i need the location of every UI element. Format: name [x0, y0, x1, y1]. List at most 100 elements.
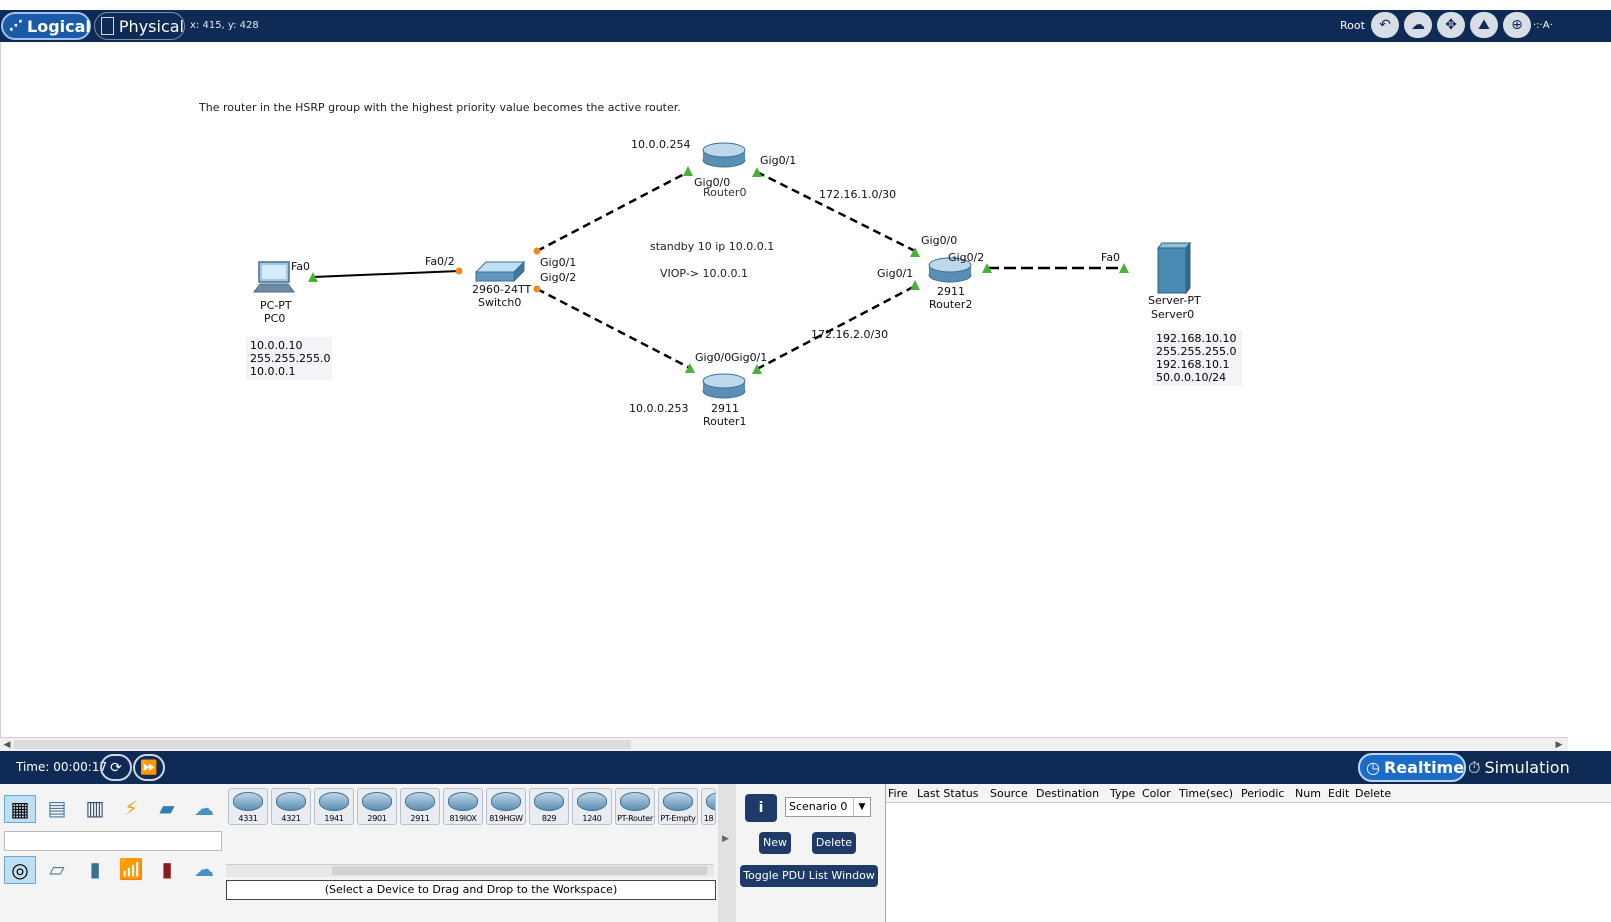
landscape-icon[interactable]: ⛰ [1470, 12, 1498, 38]
security-subcategory-icon[interactable]: ▮ [161, 857, 173, 881]
multiuser-category-icon[interactable]: ☁ [194, 796, 214, 820]
viop-note[interactable]: VIOP-> 10.0.0.1 [660, 267, 748, 280]
switch0-port-fa02: Fa0/2 [425, 255, 455, 268]
physical-icon [101, 17, 114, 35]
hsrp-note[interactable]: The router in the HSRP group with the hi… [199, 101, 681, 114]
pc0-ip: 10.0.0.10 [250, 339, 303, 352]
back-arrow-icon[interactable]: ↶ [1371, 12, 1399, 38]
device-model-tile[interactable]: 819HGW [486, 788, 526, 825]
scroll-thumb[interactable] [14, 740, 631, 749]
server0-ip-note[interactable]: 192.168.10.10 255.255.255.0 192.168.10.1… [1152, 330, 1242, 386]
pdu-col-periodic[interactable]: Periodic [1241, 787, 1285, 800]
router1-type-label: 2911 [711, 402, 739, 415]
router1-port-gig00: Gig0/0 [695, 351, 732, 364]
pdu-col-source[interactable]: Source [990, 787, 1028, 800]
device-list-scrollbar[interactable] [226, 864, 714, 877]
end-devices-category-icon[interactable]: ▤ [47, 796, 67, 820]
net-bottom-label[interactable]: 172.16.2.0/30 [811, 328, 889, 341]
link-up-indicator [752, 167, 762, 177]
pdu-col-fire[interactable]: Fire [888, 787, 908, 800]
device-model-tile[interactable]: 1240 [572, 788, 612, 825]
device-model-tile[interactable]: 4321 [271, 788, 311, 825]
pdu-col-time[interactable]: Time(sec) [1179, 787, 1234, 800]
move-icon[interactable]: ✥ [1437, 12, 1465, 38]
routers-subcategory-icon[interactable]: ◎ [4, 856, 36, 884]
net-top-label[interactable]: 172.16.1.0/30 [819, 188, 897, 201]
link-router0-router2 [756, 170, 918, 254]
link-switch0-router0 [536, 170, 689, 253]
pc-icon [253, 261, 295, 293]
router1-port-gig01: Gig0/1 [731, 351, 768, 364]
clock-icon: ◷ [1366, 758, 1380, 777]
physical-tab[interactable]: Physical [94, 12, 185, 40]
wireless-subcategory-icon[interactable]: 📶 [118, 857, 144, 881]
miscellaneous-category-icon[interactable]: ▰ [159, 796, 175, 820]
link-pending-indicator [533, 285, 541, 293]
pdu-col-destination[interactable]: Destination [1036, 787, 1100, 800]
device-model-tile[interactable]: PT-Router [615, 788, 655, 825]
hubs-subcategory-icon[interactable]: ▮ [89, 857, 101, 881]
cloud-icon[interactable]: ☁ [1404, 12, 1432, 38]
logical-tab[interactable]: ⋰ Logical [1, 12, 91, 40]
device-model-tile[interactable]: 819IOX [443, 788, 483, 825]
pdu-col-edit[interactable]: Edit [1328, 787, 1350, 800]
logical-icon: ⋰ [9, 18, 23, 34]
simulation-label: Simulation [1484, 758, 1570, 777]
delete-scenario-button[interactable]: Delete [812, 832, 856, 854]
standby-note[interactable]: standby 10 ip 10.0.0.1 [650, 240, 775, 253]
network-globe-icon[interactable]: ⊕ [1503, 12, 1531, 38]
chevron-down-icon: ▼ [853, 798, 870, 816]
router2-port-gig00: Gig0/0 [921, 234, 958, 247]
power-cycle-button[interactable]: ⟳ [100, 754, 132, 781]
router2-name-label: Router2 [929, 298, 973, 311]
device-model-tile[interactable]: 4331 [228, 788, 268, 825]
router0-ip-label[interactable]: 10.0.0.254 [631, 138, 691, 151]
device-model-tile[interactable]: 18 [701, 788, 716, 825]
panel-divider[interactable]: ▶ [718, 784, 736, 922]
switch0-type-label: 2960-24TT [472, 283, 532, 296]
device-list-scroll-thumb[interactable] [332, 866, 707, 875]
fast-forward-button[interactable]: ⏩ [133, 754, 165, 781]
pdu-col-last-status[interactable]: Last Status [917, 787, 979, 800]
toggle-pdu-list-button[interactable]: Toggle PDU List Window [740, 865, 878, 887]
link-pending-indicator [455, 267, 463, 275]
logical-workspace[interactable] [0, 42, 1570, 737]
device-model-tile[interactable]: 829 [529, 788, 569, 825]
realtime-mode-button[interactable]: ◷ Realtime [1358, 753, 1466, 782]
pdu-col-color[interactable]: Color [1142, 787, 1171, 800]
scroll-right-arrow[interactable]: ▶ [1555, 740, 1563, 750]
device-model-tile[interactable]: 1941 [314, 788, 354, 825]
select-device-hint: (Select a Device to Drag and Drop to the… [226, 880, 716, 900]
simulation-mode-button[interactable]: ⏱ Simulation [1468, 753, 1611, 782]
pdu-col-delete[interactable]: Delete [1355, 787, 1392, 800]
device-model-tile[interactable]: 2901 [357, 788, 397, 825]
wan-emulation-subcategory-icon[interactable]: ☁ [194, 857, 214, 881]
new-scenario-button[interactable]: New [759, 832, 791, 854]
scroll-left-arrow[interactable]: ◀ [3, 740, 11, 750]
pc0-port-label: Fa0 [291, 260, 311, 273]
network-devices-category-icon[interactable]: ▦ [4, 795, 36, 823]
link-pc0-switch0 [312, 270, 460, 278]
components-category-icon[interactable]: ▥ [85, 796, 105, 820]
pdu-col-num[interactable]: Num [1295, 787, 1321, 800]
device-model-tile[interactable]: 2911 [400, 788, 440, 825]
scenario-select[interactable]: Scenario 0 ▼ [785, 797, 871, 817]
router1-name-label: Router1 [703, 415, 747, 428]
collapse-arrow-icon[interactable]: ▶ [722, 834, 729, 844]
router-icon [702, 373, 746, 399]
link-up-indicator [910, 247, 920, 257]
switches-subcategory-icon[interactable]: ▱ [49, 857, 65, 881]
connections-category-icon[interactable]: ⚡ [123, 796, 139, 820]
scenario-selected-value: Scenario 0 [789, 800, 848, 813]
workspace-horizontal-scrollbar[interactable]: ◀ ▶ [0, 737, 1568, 752]
pdu-col-type[interactable]: Type [1110, 787, 1136, 800]
pc0-ip-note[interactable]: 10.0.0.10 255.255.255.0 10.0.0.1 [246, 337, 332, 380]
router0-port-gig01: Gig0/1 [760, 154, 797, 167]
pdu-table-header: Fire Last Status Source Destination Type… [886, 784, 1611, 803]
device-model-tile[interactable]: PT-Empty [658, 788, 698, 825]
scenario-info-button[interactable]: i [745, 794, 777, 822]
link-up-indicator [982, 263, 992, 273]
device-filter-input[interactable] [4, 831, 222, 851]
router1-ip-label[interactable]: 10.0.0.253 [629, 402, 689, 415]
